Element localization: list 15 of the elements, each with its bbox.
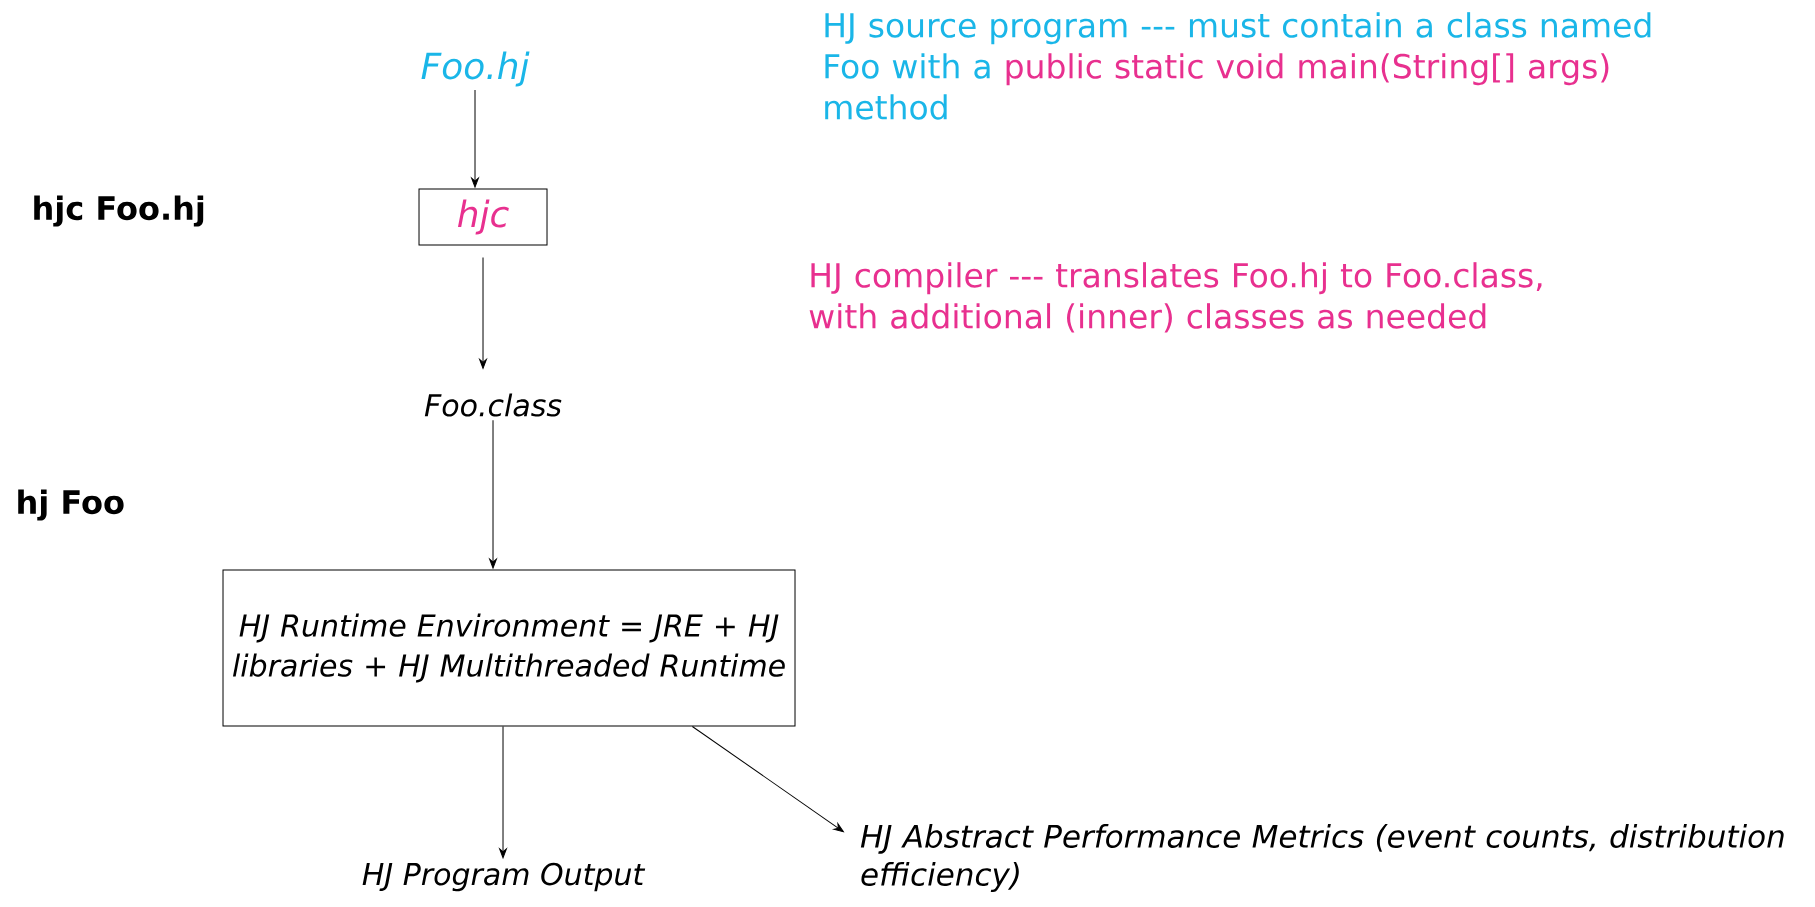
process-box: hjc — [418, 188, 548, 246]
arrow — [691, 726, 844, 833]
arrow — [471, 89, 479, 188]
file-label: HJ Program Output — [362, 862, 646, 892]
file-label: HJ Abstract Performance Metrics (event counts, distribution efficiency) — [860, 824, 1784, 892]
arrow — [489, 419, 497, 569]
file-label: Foo.hj — [421, 51, 530, 87]
note-text: HJ source program --- must contain a class named Foo with a public static void main(String[] args) method — [825, 12, 1651, 120]
note-text: HJ compiler --- translates Foo.hj to Foo.class, with additional (inner) classes as needed — [809, 262, 1542, 333]
command-label: hjc Foo.hj — [34, 195, 204, 227]
file-label: Foo.class — [424, 393, 562, 417]
arrow — [479, 257, 487, 369]
arrow — [499, 726, 507, 859]
command-label: hj Foo — [18, 489, 124, 521]
process-box: HJ Runtime Environment = JRE + HJ libraries + HJ Multithreaded Runtime — [222, 569, 796, 727]
